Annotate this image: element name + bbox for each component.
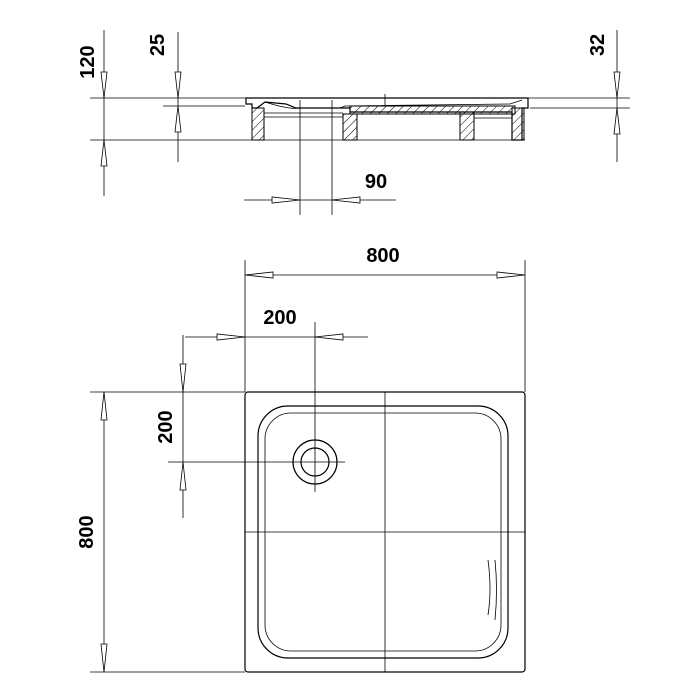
dim-drain-diameter: 90 [365, 171, 387, 193]
dim-width: 800 [366, 245, 399, 267]
dim-rim-height: 25 [147, 34, 169, 56]
dim-depth: 800 [76, 515, 98, 548]
dim-drain-offset-x: 200 [263, 307, 296, 329]
dim-edge-height: 32 [587, 34, 609, 56]
plan-view: 800 200 200 800 [76, 245, 526, 673]
section-view: 120 25 32 90 [77, 30, 630, 215]
dim-total-height: 120 [77, 45, 99, 78]
dim-drain-offset-y: 200 [155, 410, 177, 443]
